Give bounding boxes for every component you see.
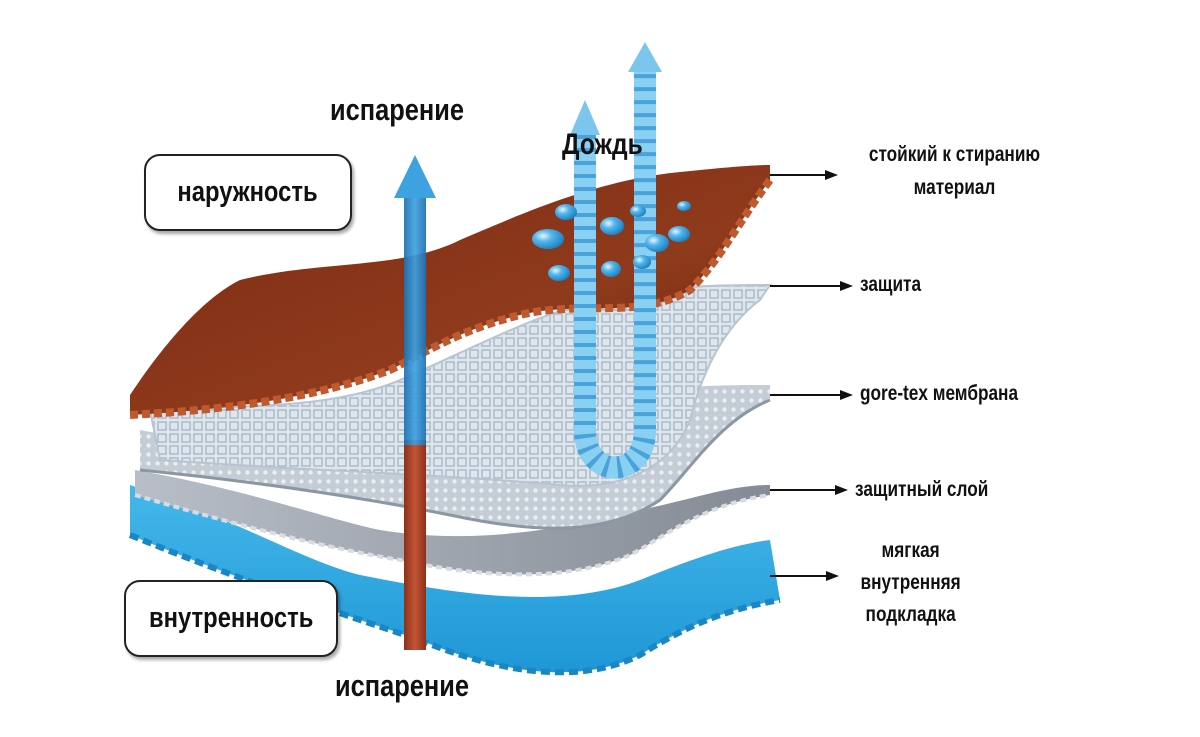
callout-lining-line2: внутренняя (860, 571, 961, 594)
callout-abrasion-line1: стойкий к стиранию (868, 143, 1041, 166)
rain-arrow (570, 42, 662, 479)
pointer-arrows (770, 170, 853, 581)
callout-abrasion-material: стойкий к стиранию материал (852, 138, 1057, 204)
callout-lining-line3: подкладка (865, 603, 956, 626)
callout-lining-line1: мягкая (881, 539, 940, 562)
rain-label: Дождь (562, 128, 643, 161)
callout-membrane: gore-tex мембрана (860, 382, 1019, 405)
outside-badge: наружность (144, 154, 352, 231)
outside-label: наружность (177, 176, 319, 208)
evaporation-label-bottom: испарение (335, 668, 470, 703)
rain-droplets (532, 201, 691, 281)
inside-label: внутренность (148, 602, 314, 634)
inside-badge: внутренность (124, 580, 338, 657)
evaporation-arrow (394, 155, 436, 650)
layer-protective (134, 470, 771, 577)
callout-protective-layer: защитный слой (855, 478, 989, 501)
callout-soft-lining: мягкая внутренняя подкладка (845, 535, 976, 631)
callout-protection: защита (860, 273, 922, 296)
callout-abrasion-line2: материал (913, 176, 996, 199)
evaporation-label-top: испарение (330, 92, 465, 127)
layer-protection (148, 283, 772, 487)
